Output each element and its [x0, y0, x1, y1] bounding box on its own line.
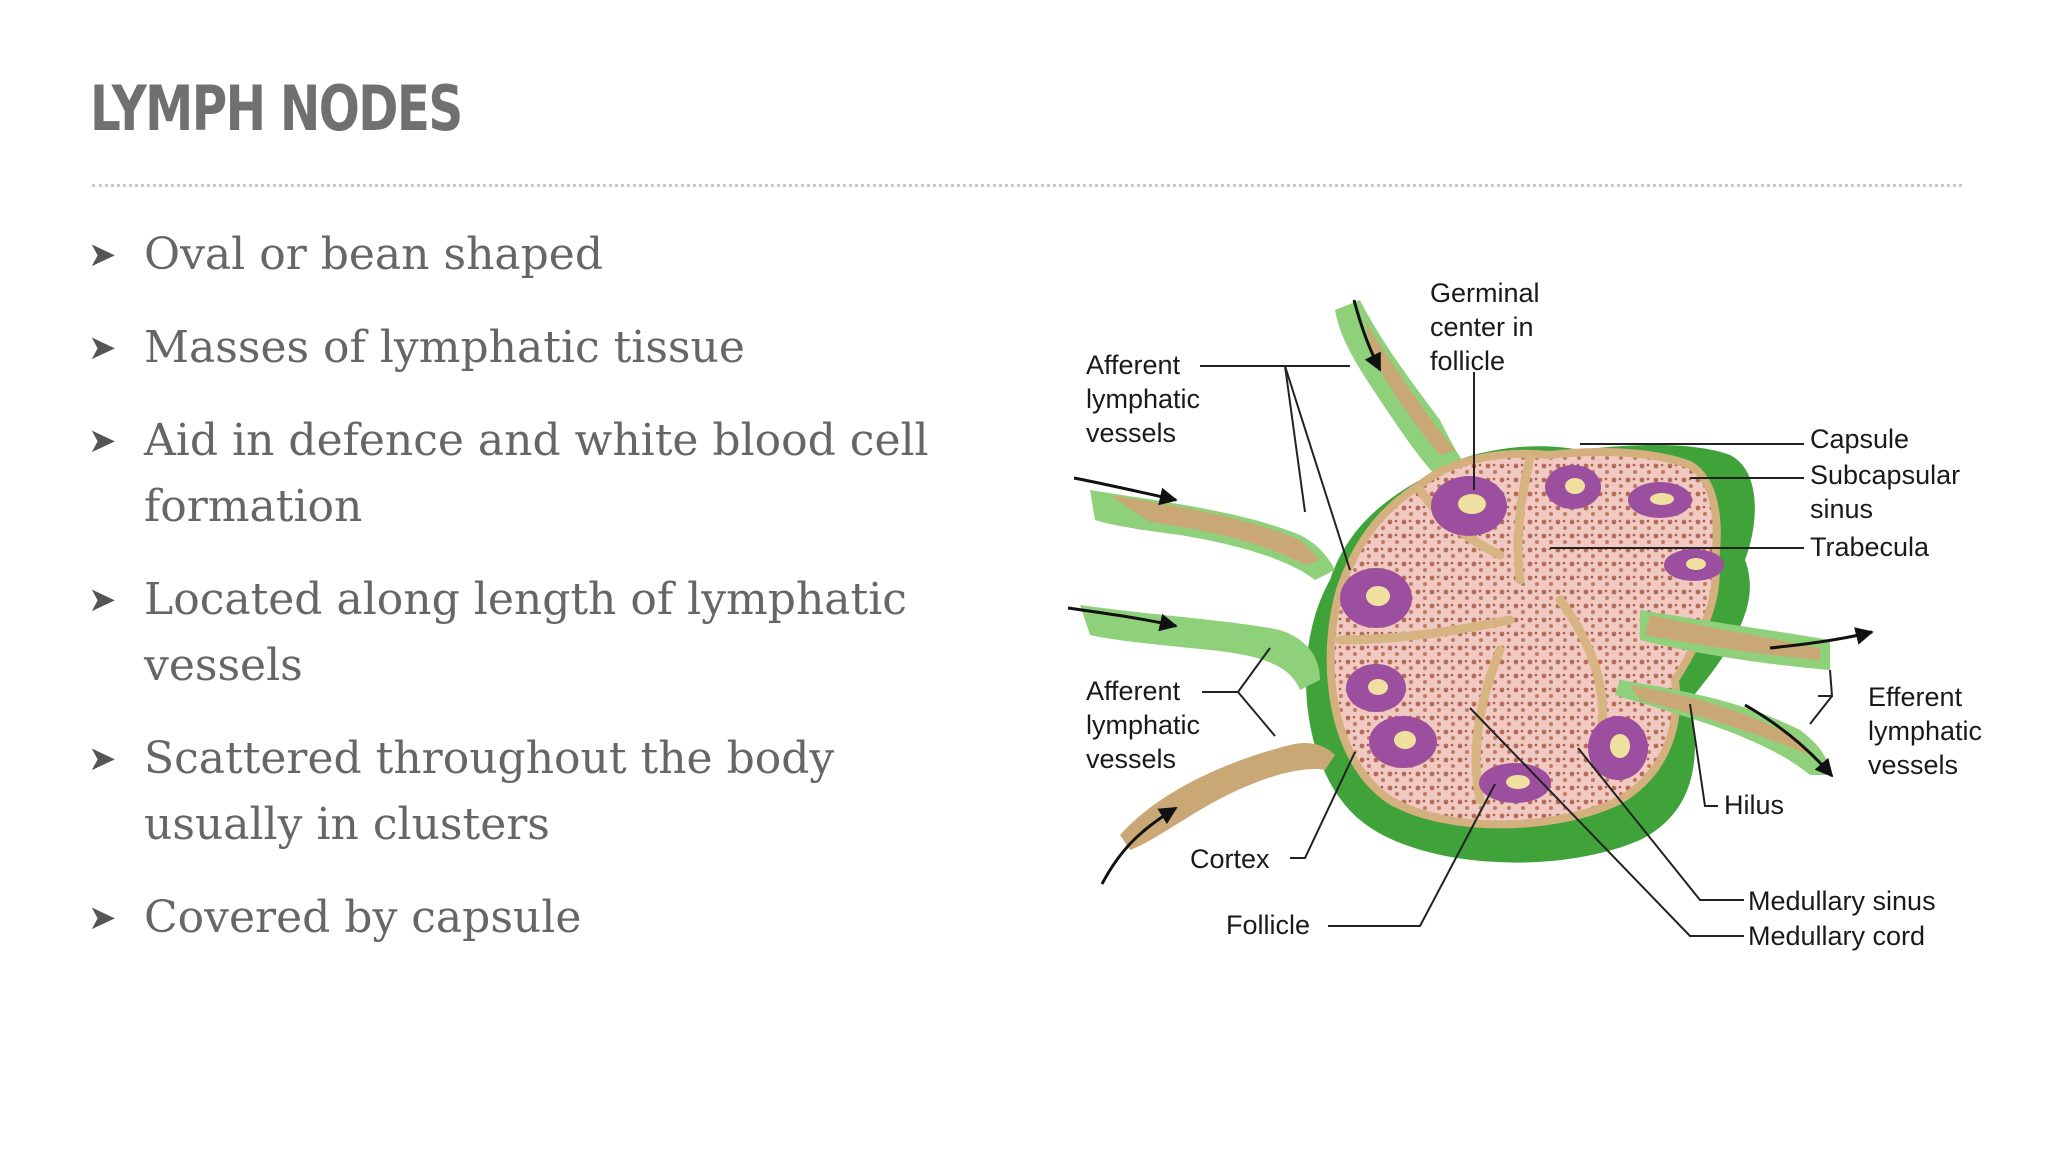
arrow-bullet-icon: ➤: [88, 328, 117, 368]
label-afferent-bottom: Afferent lymphatic vessels: [1086, 676, 1208, 774]
bullet-list: ➤ Oval or bean shaped ➤ Masses of lymphati…: [88, 222, 968, 978]
bullet-item: ➤ Scattered throughout the body usually in…: [88, 726, 968, 858]
bullet-text: Covered by capsule: [144, 892, 582, 943]
slide-title: LYMPH NODES: [90, 72, 463, 145]
title-divider: [92, 184, 1962, 187]
label-medullary-cord: Medullary cord: [1748, 921, 1925, 951]
label-cortex: Cortex: [1190, 844, 1270, 874]
label-medullary-sinus: Medullary sinus: [1748, 886, 1936, 916]
bullet-item: ➤ Oval or bean shaped: [88, 222, 968, 288]
label-hilus: Hilus: [1724, 790, 1784, 820]
lymph-flow-arrows: [1067, 299, 1874, 885]
efferent-vessels: [1615, 610, 1830, 775]
label-efferent: Efferent lymphatic vessels: [1868, 682, 1990, 780]
leader-lines: [1200, 365, 1834, 937]
lymph-node-diagram: Germinal center in follicle Afferent lym…: [1067, 278, 1990, 951]
follicles: [1340, 465, 1724, 803]
label-follicle: Follicle: [1226, 910, 1310, 940]
arrow-bullet-icon: ➤: [88, 580, 117, 620]
label-trabecula: Trabecula: [1810, 532, 1930, 562]
bullet-text-continued: formation: [144, 481, 363, 532]
arrow-bullet-icon: ➤: [88, 739, 117, 779]
arrow-bullet-icon: ➤: [88, 421, 117, 461]
bullet-item: ➤ Masses of lymphatic tissue: [88, 315, 968, 381]
bullet-item: ➤ Covered by capsule: [88, 885, 968, 951]
label-capsule: Capsule: [1810, 424, 1909, 454]
bullet-text-continued: vessels: [144, 640, 303, 691]
arrow-bullet-icon: ➤: [88, 898, 117, 938]
label-afferent-top: Afferent lymphatic vessels: [1086, 350, 1208, 448]
label-germinal-center: Germinal center in follicle: [1430, 278, 1547, 376]
bullet-text: Masses of lymphatic tissue: [144, 322, 745, 373]
bullet-text: Located along length of lymphatic: [144, 574, 907, 625]
arrow-bullet-icon: ➤: [88, 235, 117, 275]
bullet-text: Oval or bean shaped: [144, 229, 604, 280]
bullet-text: Scattered throughout the body: [144, 733, 835, 784]
label-subcapsular-sinus: Subcapsular sinus: [1810, 460, 1968, 524]
bullet-text: Aid in defence and white blood cell: [144, 415, 929, 466]
bullet-item: ➤ Located along length of lymphatic vessel…: [88, 567, 968, 699]
bullet-item: ➤ Aid in defence and white blood cell form…: [88, 408, 968, 540]
bullet-text-continued: usually in clusters: [144, 799, 550, 850]
